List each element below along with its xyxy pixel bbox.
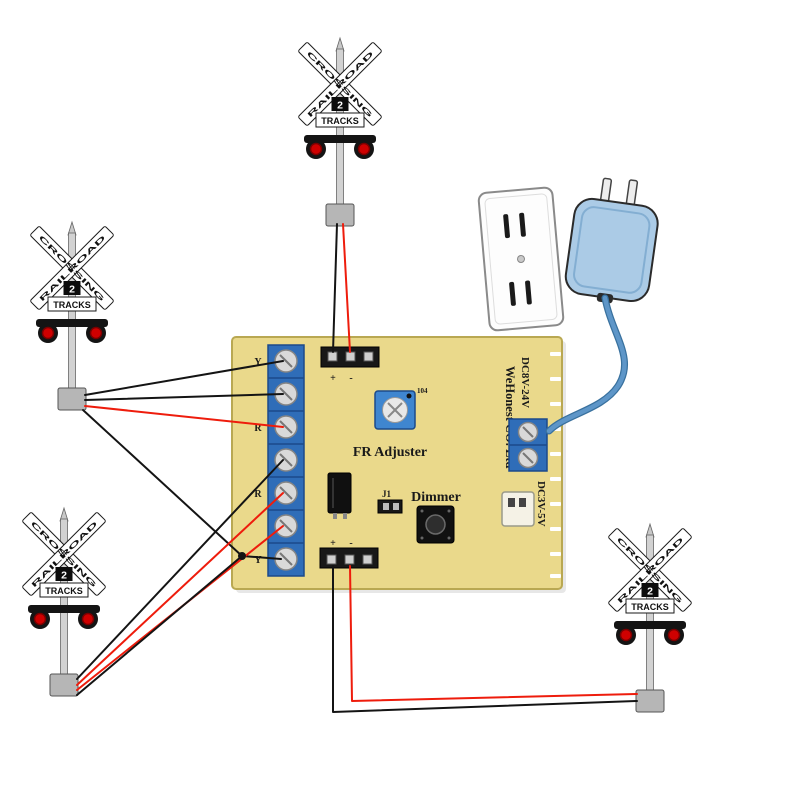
fr-adjuster-label: FR Adjuster: [353, 445, 427, 460]
dimmer-button: [416, 505, 455, 544]
wire-black-bottom-left-signal: [76, 459, 284, 680]
adapter-prong: [625, 179, 639, 208]
outlet-screw: [517, 255, 525, 263]
power-adapter: [564, 177, 659, 304]
terminal-label-r2: R: [254, 489, 262, 500]
wire-junction-dot: [238, 552, 246, 560]
crossing-signal-bottom-left: [21, 507, 107, 697]
wire-black-left-signal: [84, 360, 284, 396]
wire-red-top-signal: [342, 223, 351, 353]
screw-terminal: [274, 349, 298, 571]
jumper-block: [327, 472, 352, 519]
outlet-bevel: [484, 193, 558, 325]
wire-red-bottom-right-signal: [349, 565, 638, 702]
dimmer-label: Dimmer: [411, 490, 461, 505]
wire-black-left-signal: [84, 393, 284, 401]
adapter-face: [573, 206, 651, 294]
power-terminal-block: [508, 418, 548, 472]
polarity-minus-label: -: [349, 373, 352, 384]
crossing-signal-bottom-right: [607, 523, 693, 713]
outlet-slot: [519, 212, 526, 237]
wall-outlet: [477, 186, 565, 332]
wire-black-bottom-right-signal: [332, 565, 638, 713]
pin-header-bottom: [319, 547, 379, 569]
controller-board: Y R R Y + - 104 FR Adjuster: [231, 336, 566, 593]
hookup-wires: [76, 223, 638, 713]
voltage-output-label: DC3V-5V: [535, 481, 547, 527]
fr-adjuster-pot: [374, 390, 416, 430]
pin-header-j1: [377, 499, 403, 514]
outlet-slot: [509, 281, 516, 306]
terminal-label-r1: R: [254, 423, 262, 434]
terminal-label-y2: Y: [254, 555, 262, 566]
outlet-slot: [503, 214, 510, 239]
terminal-label-y1: Y: [254, 357, 262, 368]
wire-black-bottom-left-signal: [76, 555, 243, 696]
crossing-signal-top: [297, 37, 383, 227]
j1-label: J1: [382, 489, 392, 499]
board-substrate: [231, 336, 563, 590]
polarity-plus-label: +: [330, 373, 336, 384]
voltage-input-label: DC8V-24V: [519, 357, 531, 408]
wire-red-bottom-left-signal: [76, 492, 284, 686]
wire-red-left-signal: [84, 405, 284, 428]
power-cable: [546, 295, 627, 434]
wire-black-top-signal: [332, 223, 338, 353]
polarity-minus-label: -: [349, 538, 352, 549]
pot-code-label: 104: [417, 387, 428, 395]
polarity-plus-label: +: [330, 538, 336, 549]
crossing-signal-left: [29, 221, 115, 411]
outlet-slot: [525, 280, 532, 305]
terminal-strip-left: Y R R Y: [254, 344, 305, 577]
output-connector: [501, 491, 535, 527]
